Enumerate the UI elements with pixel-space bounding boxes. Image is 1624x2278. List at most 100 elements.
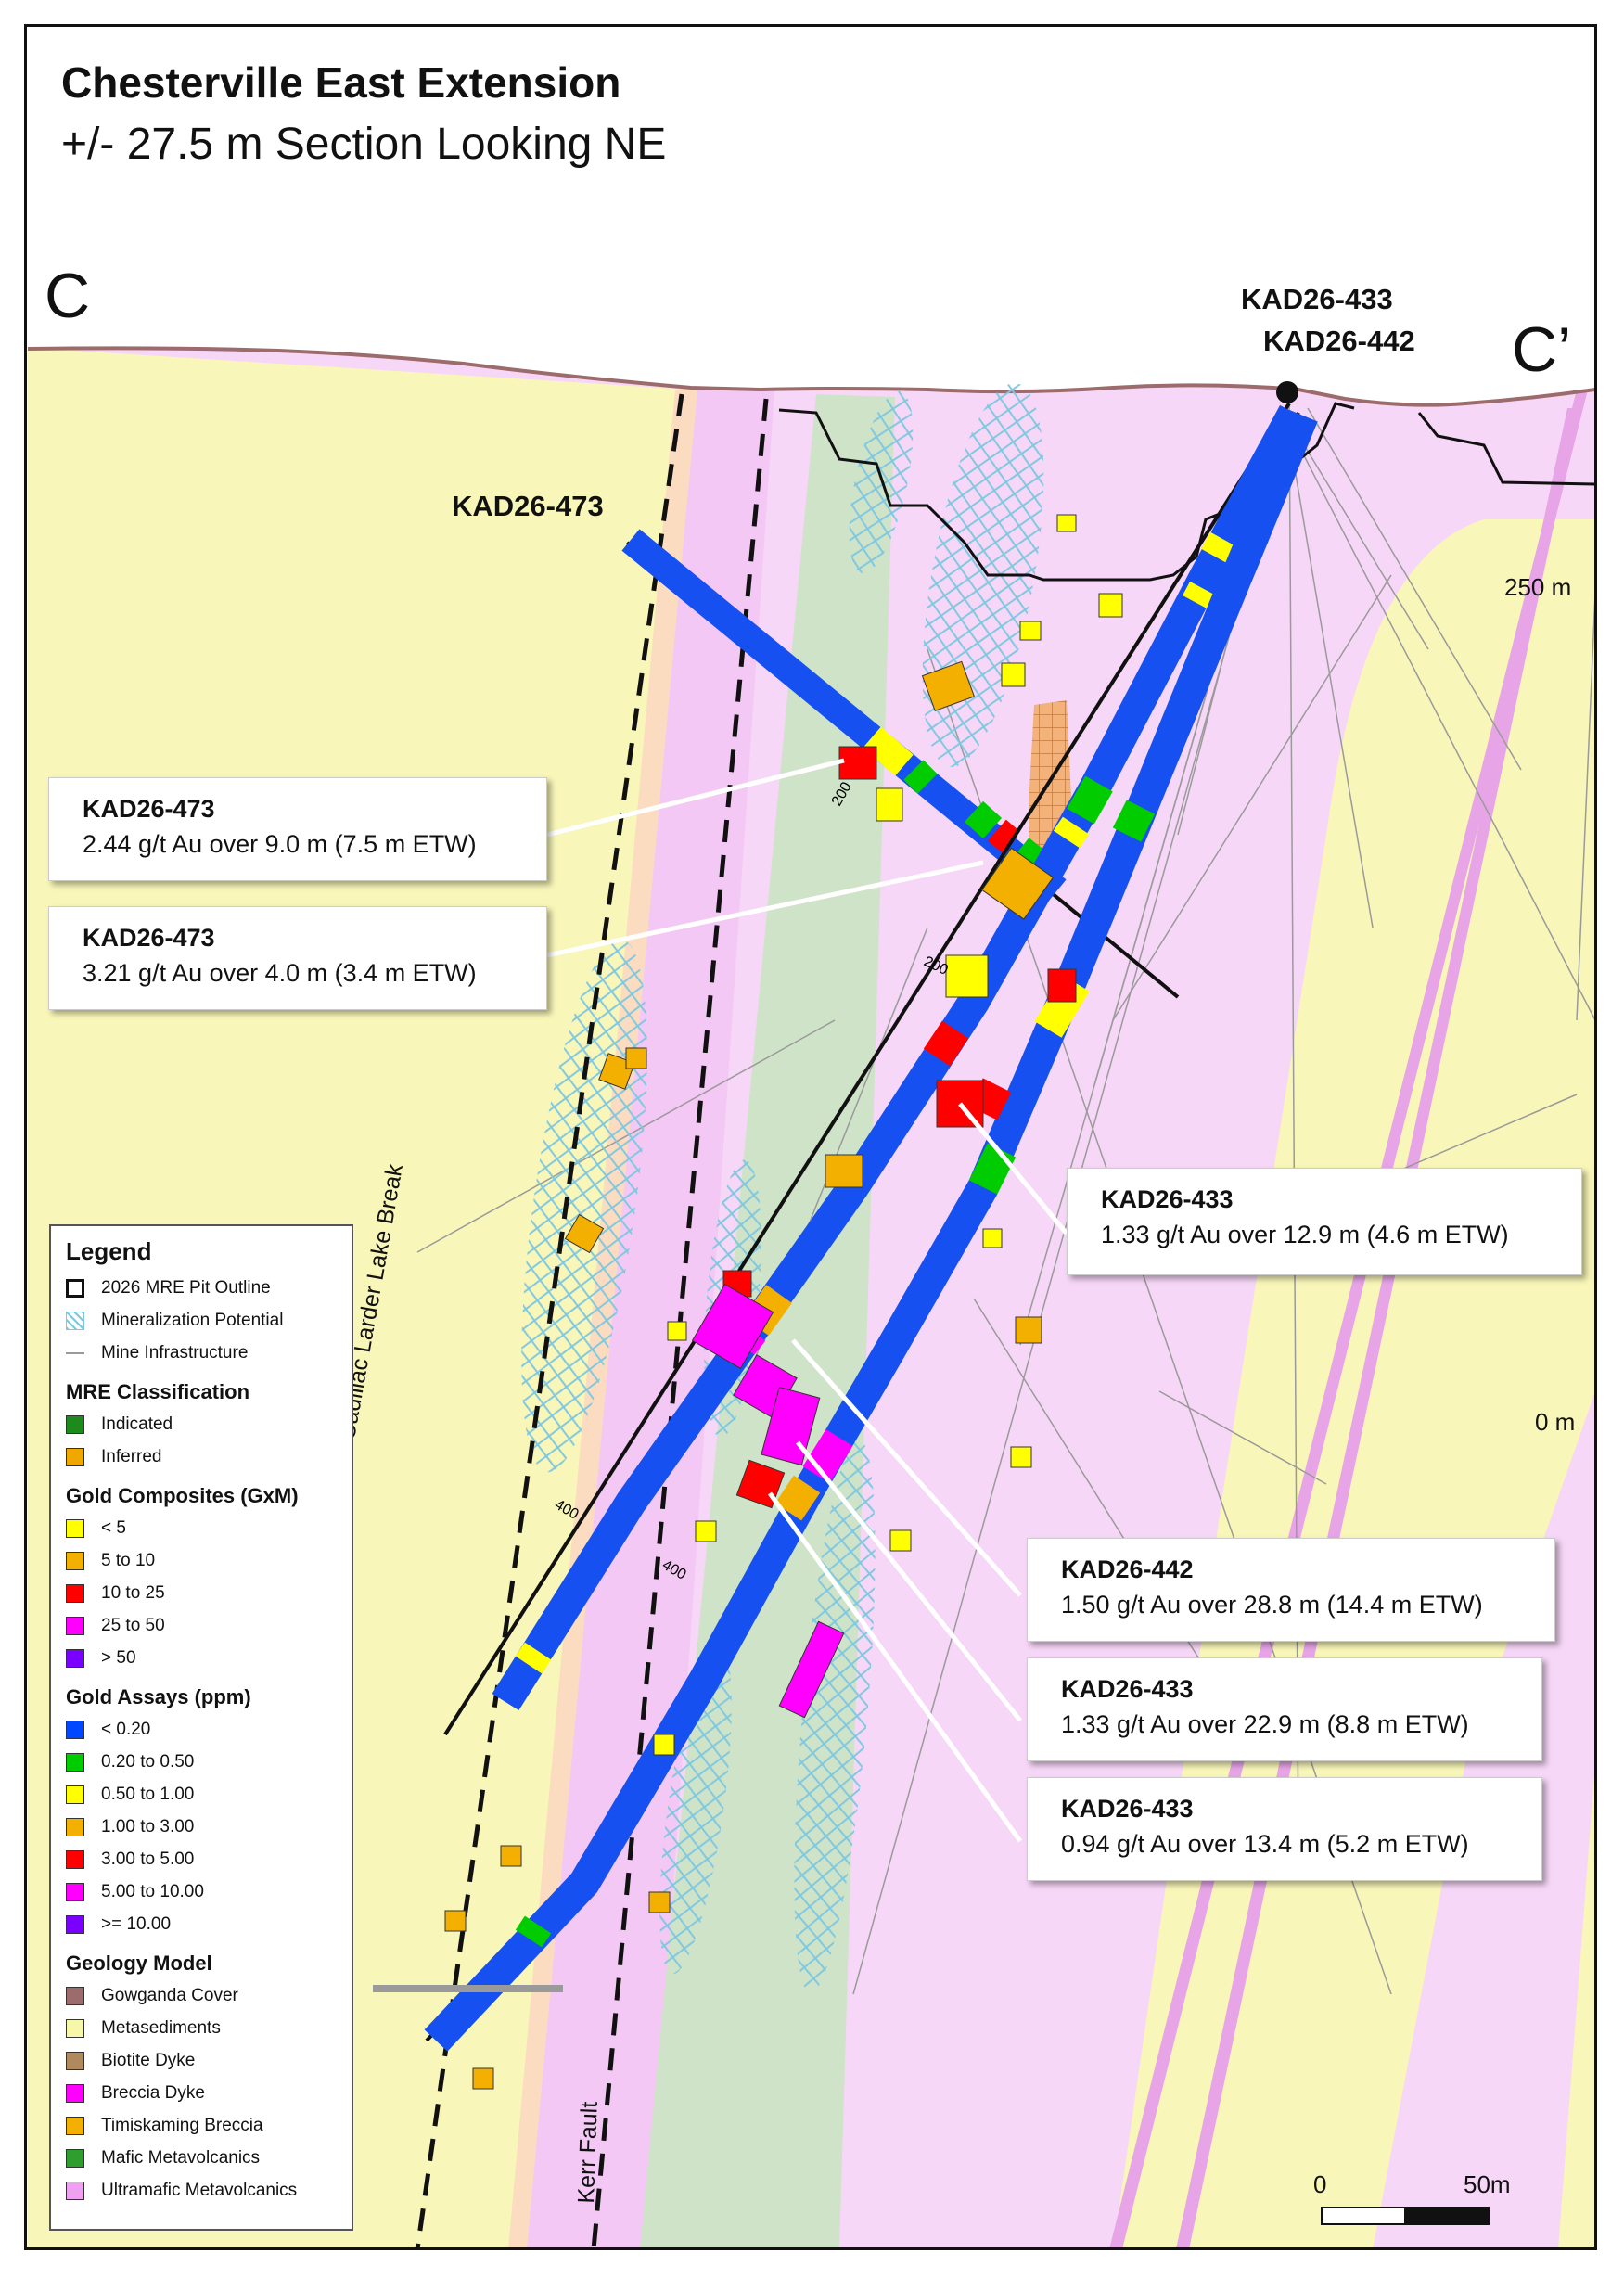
black-outline-square-icon <box>66 1278 84 1298</box>
legend-item-assay: 5.00 to 10.00 <box>66 1875 337 1908</box>
legend-item-assay: >= 10.00 <box>66 1908 337 1940</box>
page-subtitle: +/- 27.5 m Section Looking NE <box>61 120 667 169</box>
elevation-250-label: 250 m <box>1504 573 1572 601</box>
section-end-label: C’ <box>1512 314 1572 385</box>
fault-label-kerr: Kerr Fault <box>573 2101 603 2204</box>
swatch-icon <box>66 1849 84 1869</box>
swatch-icon <box>66 2181 84 2200</box>
legend-item-label: 10 to 25 <box>101 1582 165 1603</box>
legend-item-infrastructure: Mine Infrastructure <box>66 1337 337 1369</box>
page-title: Chesterville East Extension <box>61 58 621 107</box>
map-frame <box>24 24 1597 2250</box>
legend-item-label: Mineralization Potential <box>101 1310 284 1330</box>
swatch-icon <box>66 1648 84 1668</box>
sky <box>28 28 1594 405</box>
gold-composites <box>444 514 1123 2090</box>
legend-item-label: Timiskaming Breccia <box>101 2115 263 2135</box>
legend-item-composite: 10 to 25 <box>66 1577 337 1609</box>
callout-hole: KAD26-433 <box>1101 1185 1234 1213</box>
legend-assays-heading: Gold Assays (ppm) <box>66 1685 251 1708</box>
swatch-icon <box>66 1720 84 1739</box>
swatch-icon <box>66 1882 84 1901</box>
legend-item-geology: Biotite Dyke <box>66 2044 337 2077</box>
legend-item-label: Ultramafic Metavolcanics <box>101 2180 298 2200</box>
legend-item-label: Gowganda Cover <box>101 1985 238 2005</box>
legend-item-label: > 50 <box>101 1647 136 1668</box>
scale-label-start: 0 <box>1313 2170 1327 2198</box>
legend-item-assay: 0.50 to 1.00 <box>66 1778 337 1811</box>
legend-item-label: Mine Infrastructure <box>101 1342 249 1363</box>
legend-item-geology: Mafic Metavolcanics <box>66 2142 337 2174</box>
legend-item-assay: 3.00 to 5.00 <box>66 1843 337 1875</box>
legend-item-label: 3.00 to 5.00 <box>101 1849 195 1869</box>
drill-holes <box>424 381 1318 2052</box>
swatch-icon <box>66 2116 84 2135</box>
metasediments-east-strip <box>1558 1774 1594 2247</box>
legend-title: Legend <box>66 1237 152 1265</box>
legend-geology-heading: Geology Model <box>66 1952 212 1975</box>
callout-433-b: KAD26-433 1.33 g/t Au over 22.9 m (8.8 m… <box>1027 1657 1542 1761</box>
legend-item-label: < 5 <box>101 1517 126 1538</box>
hole-label-473: KAD26-473 <box>452 490 604 522</box>
legend-composites-heading: Gold Composites (GxM) <box>66 1484 299 1507</box>
legend-item-pit-outline: 2026 MRE Pit Outline <box>66 1272 337 1304</box>
legend-item-label: 1.00 to 3.00 <box>101 1816 195 1836</box>
legend-item-label: 5 to 10 <box>101 1550 156 1570</box>
callout-473-a: KAD26-473 2.44 g/t Au over 9.0 m (7.5 m … <box>48 777 547 881</box>
legend-panel: Legend 2026 MRE Pit Outline Mineralizati… <box>49 1224 353 2231</box>
swatch-icon <box>66 1616 84 1635</box>
legend-mre-heading: MRE Classification <box>66 1380 250 1403</box>
callout-result: 2.44 g/t Au over 9.0 m (7.5 m ETW) <box>83 830 477 858</box>
callout-result: 0.94 g/t Au over 13.4 m (5.2 m ETW) <box>1061 1830 1469 1858</box>
swatch-icon <box>66 1817 84 1836</box>
topography-line <box>27 346 1594 407</box>
swatch-icon <box>66 1518 84 1538</box>
callout-connectors <box>546 758 1068 1843</box>
legend-item-assay: 0.20 to 0.50 <box>66 1746 337 1778</box>
legend-item-label: 2026 MRE Pit Outline <box>101 1277 271 1298</box>
mine-infrastructure-bar <box>373 1985 563 1992</box>
legend-item-label: 25 to 50 <box>101 1615 165 1635</box>
swatch-icon <box>66 1785 84 1804</box>
legend-item-assay: < 0.20 <box>66 1713 337 1746</box>
swatch-icon <box>66 2148 84 2168</box>
swatch-icon <box>66 1583 84 1603</box>
callout-result: 1.33 g/t Au over 12.9 m (4.6 m ETW) <box>1101 1221 1509 1248</box>
callout-hole: KAD26-442 <box>1061 1555 1194 1583</box>
callout-433-c: KAD26-433 0.94 g/t Au over 13.4 m (5.2 m… <box>1027 1777 1542 1881</box>
legend-item-label: >= 10.00 <box>101 1913 172 1934</box>
callout-hole: KAD26-473 <box>83 924 215 952</box>
legend-item-mineralization: Mineralization Potential <box>66 1304 337 1337</box>
legend-item-composite: < 5 <box>66 1512 337 1544</box>
callout-473-b: KAD26-473 3.21 g/t Au over 4.0 m (3.4 m … <box>48 906 547 1010</box>
grey-line-icon <box>66 1351 84 1354</box>
callout-hole: KAD26-473 <box>83 795 215 823</box>
crosshatch-square-icon <box>66 1311 84 1330</box>
legend-item-label: 0.20 to 0.50 <box>101 1751 195 1772</box>
swatch-icon <box>66 2051 84 2070</box>
callout-433-a: KAD26-433 1.33 g/t Au over 12.9 m (4.6 m… <box>1067 1168 1582 1275</box>
callout-result: 3.21 g/t Au over 4.0 m (3.4 m ETW) <box>83 959 477 987</box>
legend-item-label: Metasediments <box>101 2017 221 2038</box>
legend-item-composite: 5 to 10 <box>66 1544 337 1577</box>
callout-result: 1.50 g/t Au over 28.8 m (14.4 m ETW) <box>1061 1591 1483 1619</box>
legend-item-assay: 1.00 to 3.00 <box>66 1811 337 1843</box>
legend-item-indicated: Indicated <box>66 1408 337 1440</box>
callout-442: KAD26-442 1.50 g/t Au over 28.8 m (14.4 … <box>1027 1538 1555 1642</box>
legend-item-composite: 25 to 50 <box>66 1609 337 1642</box>
swatch-icon <box>66 1447 84 1466</box>
callout-hole: KAD26-433 <box>1061 1675 1194 1703</box>
swatch-icon <box>66 1752 84 1772</box>
legend-item-geology: Gowganda Cover <box>66 1979 337 2012</box>
scale-bar <box>1321 2207 1490 2225</box>
elevation-0-label: 0 m <box>1535 1408 1576 1436</box>
swatch-icon <box>66 2018 84 2038</box>
callout-result: 1.33 g/t Au over 22.9 m (8.8 m ETW) <box>1061 1710 1469 1738</box>
legend-item-geology: Timiskaming Breccia <box>66 2109 337 2142</box>
swatch-icon <box>66 1551 84 1570</box>
legend-item-label: 5.00 to 10.00 <box>101 1881 204 1901</box>
ultramafic-strip <box>527 390 774 2247</box>
legend-item-label: 0.50 to 1.00 <box>101 1784 195 1804</box>
swatch-icon <box>66 1914 84 1934</box>
drill-hole-kad26-473 <box>621 529 1180 999</box>
